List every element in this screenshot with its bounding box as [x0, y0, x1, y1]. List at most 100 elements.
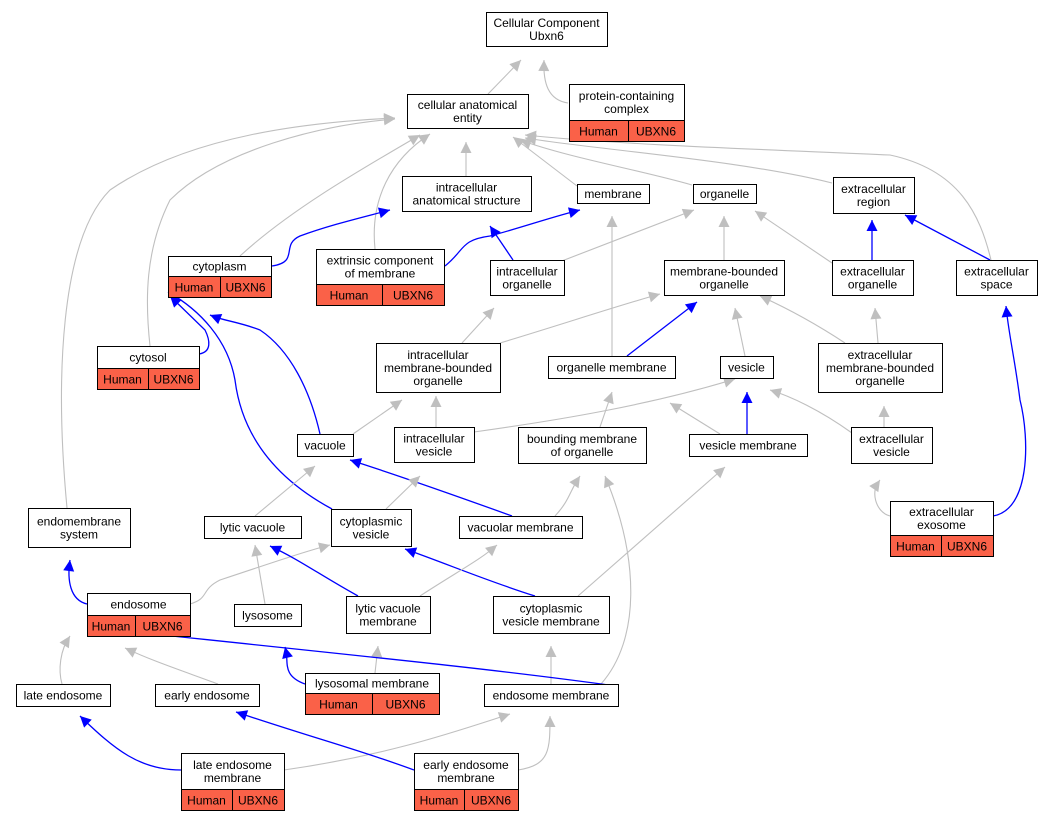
- node-label: early endosome: [423, 758, 509, 772]
- node-label: bounding membrane: [527, 432, 637, 446]
- edge-vacuolar_membrane-to-bounding_membrane_of_organelle: [554, 475, 581, 517]
- edge-extracellular_vesicle-to-extracellular_membrane_bounded_organelle: [878, 406, 890, 427]
- node-label: of membrane: [345, 267, 416, 281]
- arrow-head-endosome: [125, 647, 138, 658]
- node-label: endosome: [110, 598, 166, 612]
- node-label: cytoplasm: [192, 260, 246, 274]
- node-lytic-vacuole[interactable]: lytic vacuole: [204, 516, 302, 539]
- node-box: [851, 427, 933, 464]
- node-label: early endosome: [164, 689, 250, 703]
- edge-extracellular_organelle-to-extracellular_region: [866, 220, 878, 260]
- edge-extrinsic_component_of_membrane-to-cellular_anatomical_entity: [373, 133, 431, 250]
- edge-early_endosome_membrane-to-early_endosome: [235, 710, 415, 771]
- arrow-head-extracellular_region: [866, 220, 878, 231]
- edge-cellular_anatomical_entity-to-cellular_component: [487, 59, 522, 95]
- node-label: intracellular: [403, 432, 464, 446]
- node-box: [316, 249, 445, 285]
- node-label: lytic vacuole: [355, 602, 421, 616]
- node-organelle[interactable]: organelle: [693, 184, 757, 204]
- edge-organelle_membrane-to-membrane: [606, 216, 618, 356]
- node-early-endosome[interactable]: early endosome: [155, 684, 260, 707]
- node-label: lysosomal membrane: [315, 677, 429, 691]
- node-box: [376, 343, 501, 393]
- gene-cell: [628, 120, 685, 142]
- edge-vacuole-to-cytoplasm: [209, 313, 321, 435]
- node-box: [569, 84, 685, 121]
- arrow-head-early_endosome: [236, 710, 249, 721]
- node-label: membrane: [204, 771, 262, 785]
- edge-lytic_vacuole_membrane-to-lytic_vacuole: [269, 545, 359, 597]
- edge-intracellular_vesicle-to-intracellular_membrane_bounded_organelle: [430, 396, 442, 427]
- node-vacuolar-membrane[interactable]: vacuolar membrane: [459, 516, 583, 539]
- arrow-head-extracellular_region: [905, 215, 918, 226]
- node-vesicle[interactable]: vesicle: [720, 356, 774, 379]
- arrow-head-extracellular_vesicle: [869, 480, 880, 493]
- node-organelle-membrane[interactable]: organelle membrane: [548, 356, 676, 379]
- node-label: extracellular: [909, 505, 974, 519]
- node-label: organelle: [413, 374, 463, 388]
- node-label: cytoplasmic: [340, 515, 403, 529]
- node-lysosome[interactable]: lysosome: [234, 604, 302, 627]
- edge-late_endosome-to-endosome: [59, 635, 71, 685]
- edge-intracellular_anatomical_structure-to-cellular_anatomical_entity: [460, 142, 472, 176]
- node-label: organelle: [502, 278, 552, 292]
- node-box: [414, 753, 519, 790]
- arrow-head-cytoplasmic_vesicle: [405, 547, 418, 558]
- arrow-head-membrane_bounded_organelle: [731, 308, 743, 320]
- arrow-head-vesicle_membrane: [713, 467, 725, 479]
- node-vesicle-membrane[interactable]: vesicle membrane: [689, 434, 808, 457]
- edge-lysosome-to-lytic_vacuole: [251, 544, 266, 605]
- node-box: [394, 427, 475, 463]
- node-membrane[interactable]: membrane: [577, 184, 650, 204]
- node-label: of organelle: [551, 445, 614, 459]
- arrow-head-cellular_anatomical_entity: [520, 138, 533, 149]
- arrow-head-cellular_anatomical_entity: [383, 113, 395, 125]
- arrow-head-membrane_bounded_organelle: [760, 295, 773, 306]
- edge-endosome-to-endomembrane_system: [63, 559, 88, 605]
- node-box: [155, 684, 260, 707]
- node-box: [720, 356, 774, 379]
- node-label: extracellular: [964, 265, 1029, 279]
- node-label: cytoplasmic: [520, 602, 583, 616]
- node-vacuole[interactable]: vacuole: [297, 434, 354, 457]
- node-label: late endosome: [24, 689, 103, 703]
- node-label: membrane: [359, 615, 417, 629]
- arrow-head-cellular_anatomical_entity: [460, 142, 472, 153]
- node-late-endosome[interactable]: late endosome: [16, 684, 111, 707]
- node-label: region: [857, 195, 890, 209]
- node-endosome-membrane[interactable]: endosome membrane: [484, 684, 619, 707]
- arrow-head-vesicle: [741, 392, 753, 403]
- arrow-head-intracellular_anatomical_structure: [377, 207, 390, 219]
- node-box: [577, 184, 650, 204]
- arrow-head-cellular_anatomical_entity: [525, 130, 537, 142]
- node-box: [459, 516, 583, 539]
- edge-endosome-to-cytoplasmic_vesicle: [189, 542, 331, 605]
- edge-lytic_vacuole_membrane-to-vacuolar_membrane: [419, 544, 498, 597]
